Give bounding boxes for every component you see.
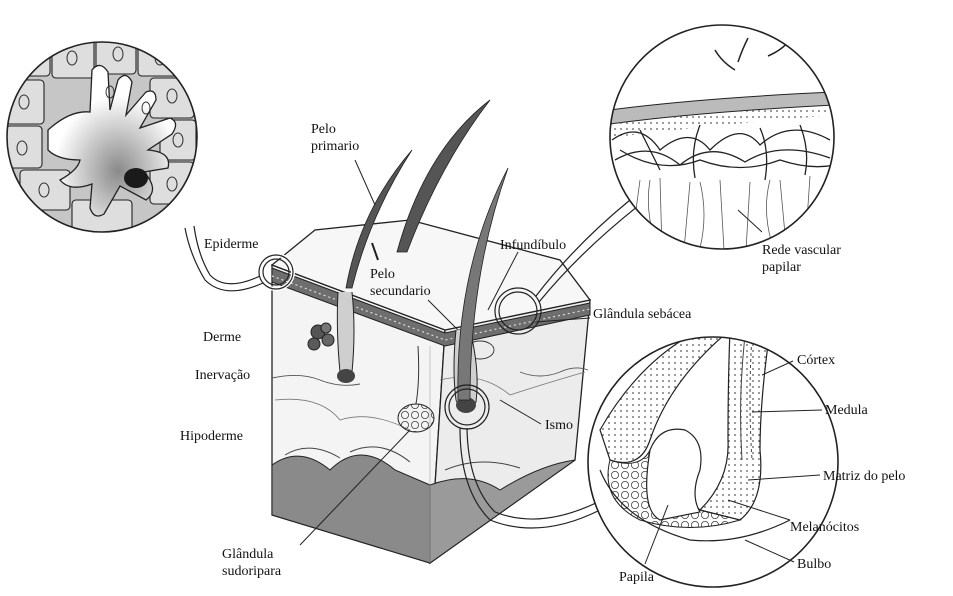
label-glandula-sebacea: Glândula sebácea	[593, 306, 691, 323]
skin-block	[272, 220, 590, 563]
epidermis-cell-zoom	[0, 30, 210, 250]
label-rede-vascular: Rede vascular papilar	[762, 242, 841, 276]
secondary-hair-follicle	[337, 292, 354, 379]
label-cortex: Córtex	[797, 352, 835, 369]
label-matriz: Matriz do pelo	[823, 468, 905, 485]
label-pelo-secundario: Pelo secundario	[370, 266, 431, 300]
papilla	[647, 429, 701, 520]
label-papila: Papila	[619, 569, 654, 586]
label-medula: Medula	[825, 402, 868, 419]
label-bulbo: Bulbo	[797, 556, 831, 573]
label-derme: Derme	[203, 329, 241, 346]
label-pelo-primario: Pelo primario	[311, 121, 359, 155]
label-ismo: Ismo	[545, 417, 573, 434]
label-epiderme: Epiderme	[204, 236, 258, 253]
label-inervacao: Inervação	[195, 367, 250, 384]
vascular-network-zoom	[610, 20, 835, 250]
leader-pelo-primario	[355, 160, 375, 205]
label-hipoderme: Hipoderme	[180, 428, 243, 445]
label-infundibulo: Infundíbulo	[500, 237, 566, 254]
label-melanocitos: Melanócitos	[790, 519, 859, 536]
label-glandula-sudoripara: Glândula sudoripara	[222, 546, 281, 580]
